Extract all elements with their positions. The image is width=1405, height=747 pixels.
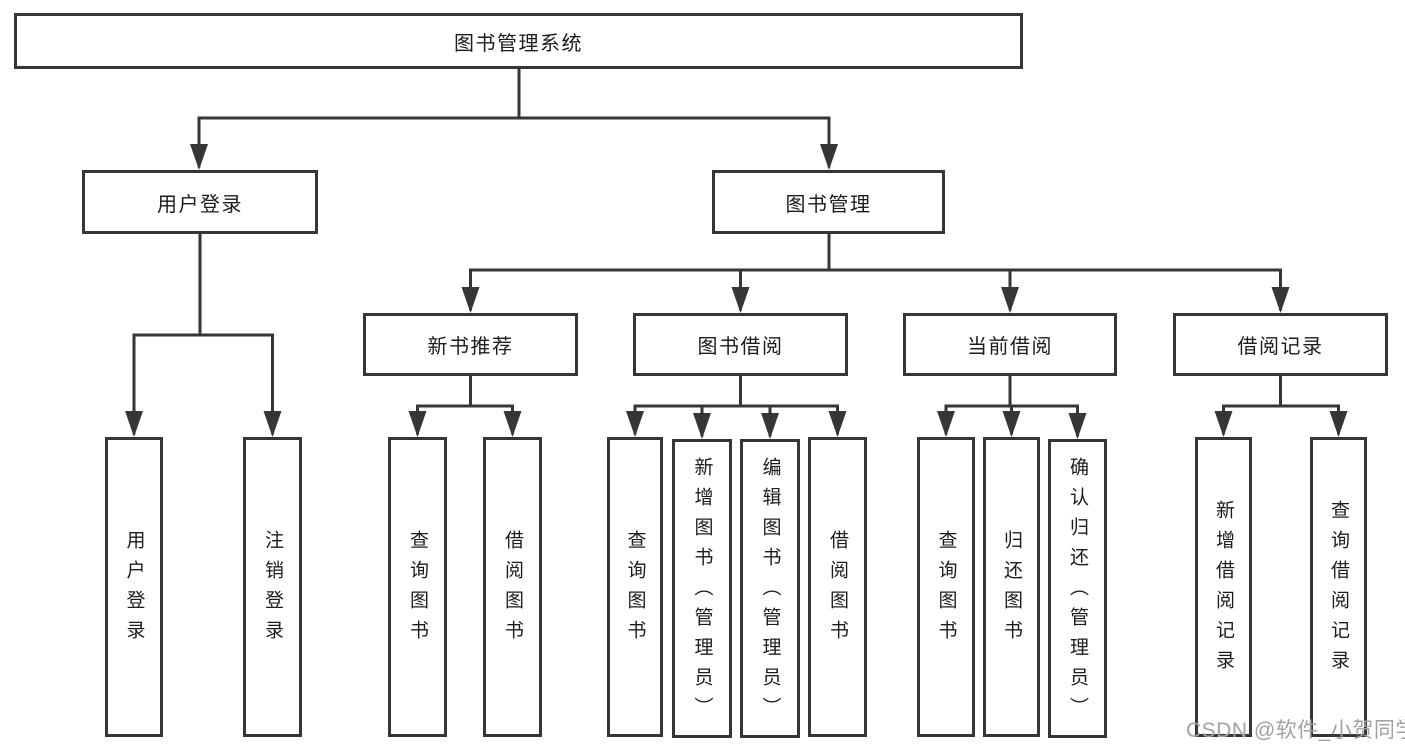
leaf-query-books-current: 查询图书 [917, 437, 975, 737]
node-new-book-recommend: 新书推荐 [363, 313, 578, 376]
leaf-confirm-return-admin: 确认归还（管理员） [1048, 439, 1107, 738]
leaf-return-book: 归还图书 [983, 437, 1040, 737]
node-library-system: 图书管理系统 [14, 13, 1023, 69]
node-borrow-records: 借阅记录 [1173, 313, 1388, 376]
leaf-add-book-admin: 新增图书（管理员） [672, 439, 732, 738]
leaf-add-borrow-record: 新增借阅记录 [1195, 437, 1252, 737]
leaf-edit-book-admin: 编辑图书（管理员） [740, 439, 800, 738]
leaf-query-books-borrowing: 查询图书 [607, 437, 663, 737]
connector-strokes [132, 67, 1340, 437]
leaf-borrow-books: 借阅图书 [808, 437, 867, 737]
leaf-query-borrow-record: 查询借阅记录 [1310, 437, 1367, 737]
node-book-borrowing: 图书借阅 [633, 313, 848, 376]
leaf-user-login: 用户登录 [105, 437, 163, 737]
leaf-logout: 注销登录 [243, 437, 302, 737]
arrowheads [125, 144, 1348, 439]
leaf-borrow-books-recommend: 借阅图书 [483, 437, 542, 737]
watermark: CSDN @软件_小贺同学 [1186, 719, 1405, 742]
node-user-login: 用户登录 [82, 170, 318, 234]
node-book-management: 图书管理 [712, 170, 945, 234]
node-current-borrowing: 当前借阅 [903, 313, 1117, 376]
leaf-query-books-recommend: 查询图书 [388, 437, 447, 737]
